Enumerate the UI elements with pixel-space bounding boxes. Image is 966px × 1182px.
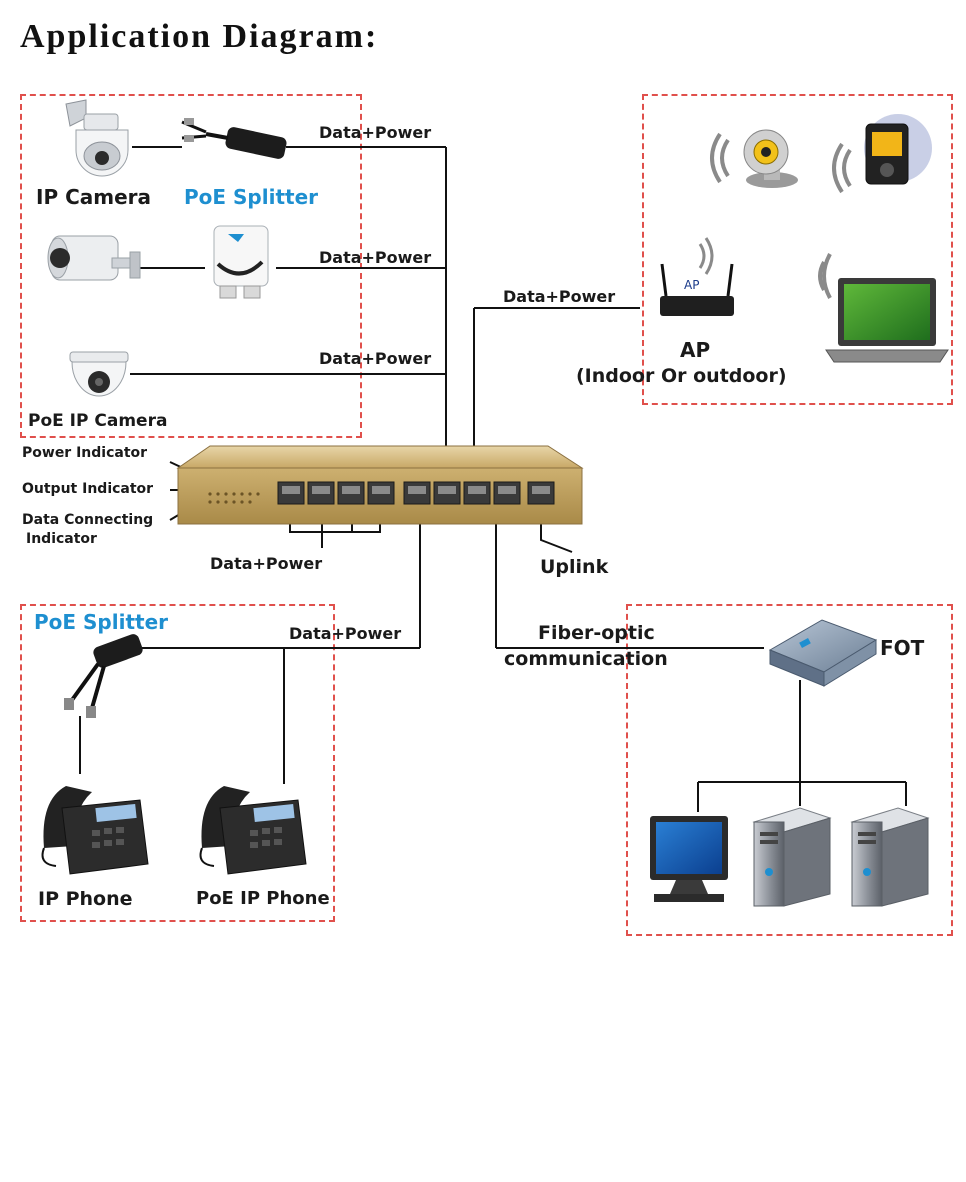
data-power-label-3: Data+Power: [319, 349, 432, 368]
fot-label: FOT: [880, 636, 925, 660]
webcam-icon: [710, 129, 798, 188]
phone-group-box: [20, 604, 335, 922]
server-tower-icon-2: [850, 807, 930, 907]
poe-ip-camera-label: PoE IP Camera: [28, 411, 168, 431]
page-title: Application Diagram:: [20, 18, 379, 55]
ip-phone-icon: [41, 786, 149, 875]
poe-splitter-icon: [181, 118, 287, 159]
poe-splitter-top-label: PoE Splitter: [184, 185, 319, 209]
fiber-optic-label: Fiber-optic: [538, 622, 655, 644]
ap-badge-text: AP: [684, 278, 699, 292]
output-indicator-label: Output Indicator: [22, 481, 154, 497]
poe-ip-phone-icon: [199, 786, 307, 875]
indicator-label: Indicator: [26, 531, 97, 547]
ap-location-label: (Indoor Or outdoor): [576, 365, 787, 387]
connection-lines: [79, 146, 907, 812]
poe-splitter-bottom-icon: [64, 634, 143, 718]
access-point-icon: AP: [660, 237, 734, 316]
dome-camera-icon: [69, 351, 129, 397]
bullet-camera-icon: [47, 235, 141, 281]
poe-ip-phone-label: PoE IP Phone: [196, 888, 330, 909]
laptop-icon: [818, 253, 949, 363]
server-tower-icon: [752, 807, 832, 907]
communication-label: communication: [504, 648, 668, 670]
data-connecting-label: Data Connecting: [22, 512, 154, 528]
led-indicators: [208, 492, 260, 504]
poe-switch: [176, 445, 584, 525]
mobile-device-icon: [832, 114, 932, 194]
data-power-label-2: Data+Power: [319, 248, 432, 267]
data-power-phone-label: Data+Power: [289, 624, 402, 643]
data-power-bottom-label: Data+Power: [210, 554, 323, 573]
ap-label: AP: [680, 338, 711, 362]
wireless-group-box: [642, 94, 953, 405]
ip-camera-label: IP Camera: [36, 185, 151, 209]
fiber-group-box: [626, 604, 953, 936]
uplink-label: Uplink: [540, 556, 609, 578]
data-power-ap-label: Data+Power: [503, 287, 616, 306]
power-indicator-label: Power Indicator: [22, 445, 148, 461]
data-power-label-1: Data+Power: [319, 123, 432, 142]
speed-dome-camera-icon: [65, 99, 129, 177]
camera-group-box: [20, 94, 362, 438]
poe-splitter-bottom-label: PoE Splitter: [34, 610, 169, 634]
fiber-transceiver-icon: [768, 619, 878, 687]
monitor-icon: [650, 816, 728, 902]
ip-phone-label: IP Phone: [38, 888, 133, 910]
poe-splitter-box-icon: [213, 225, 269, 299]
